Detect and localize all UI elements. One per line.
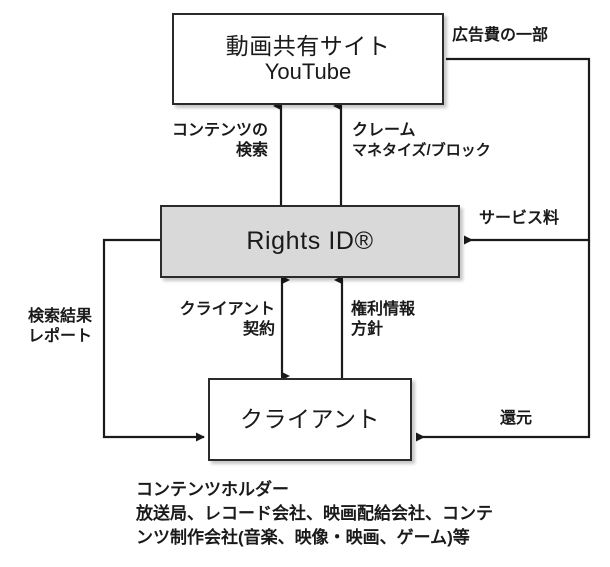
label-search-report-line-2: レポート — [28, 328, 93, 346]
label-service-fee-line-1: サービス料 — [479, 210, 560, 227]
label-claim-line-1: クレーム — [352, 122, 416, 139]
caption-line-3: ンツ制作会社(音楽、映像・映画、ゲーム)等 — [136, 528, 470, 548]
label-rights-info-line-1: 権利情報 — [351, 301, 416, 318]
label-search-report-line-1: 検索結果 — [28, 308, 93, 325]
node-rights-id[interactable]: Rights ID® — [160, 205, 460, 278]
arrow-service-fee — [446, 57, 591, 245]
label-rights-info-line-2: 方針 — [351, 321, 384, 339]
label-kangen: 還元 — [500, 409, 532, 429]
label-ad-share-line-1: 広告費の一部 — [452, 27, 549, 44]
label-content-search: コンテンツの 検索 — [150, 121, 268, 162]
node-client-label: クライアント — [239, 406, 381, 433]
label-ad-share: 広告費の一部 — [452, 26, 548, 46]
label-claim-line-2: マネタイズ/ブロック — [352, 142, 491, 160]
label-content-search-line-1: コンテンツの — [171, 122, 268, 139]
node-client[interactable]: クライアント — [208, 378, 412, 461]
label-rights-info: 権利情報 方針 — [351, 300, 415, 341]
label-client-contract: クライアント 契約 — [163, 300, 275, 341]
label-service-fee: サービス料 — [479, 209, 559, 229]
label-content-search-line-2: 検索 — [235, 142, 268, 160]
label-claim: クレーム マネタイズ/ブロック — [352, 121, 491, 161]
arrow-kangen — [416, 240, 591, 442]
node-youtube[interactable]: 動画共有サイト YouTube — [172, 13, 444, 105]
arrow-search-report — [102, 238, 205, 442]
label-client-contract-line-2: 契約 — [242, 321, 275, 339]
node-youtube-line-1: 動画共有サイト — [225, 32, 391, 59]
node-rights-id-label: Rights ID® — [246, 227, 374, 256]
label-client-contract-line-1: クライアント — [179, 301, 275, 318]
caption-content-holder: コンテンツホルダー 放送局、レコード会社、映画配給会社、コンテ ンツ制作会社(音… — [136, 478, 606, 550]
caption-line-2: 放送局、レコード会社、映画配給会社、コンテ — [136, 504, 493, 524]
label-search-report: 検索結果 レポート — [28, 307, 92, 348]
node-youtube-line-2: YouTube — [264, 59, 352, 85]
label-kangen-line-1: 還元 — [500, 410, 533, 427]
caption-line-1: コンテンツホルダー — [136, 480, 289, 499]
